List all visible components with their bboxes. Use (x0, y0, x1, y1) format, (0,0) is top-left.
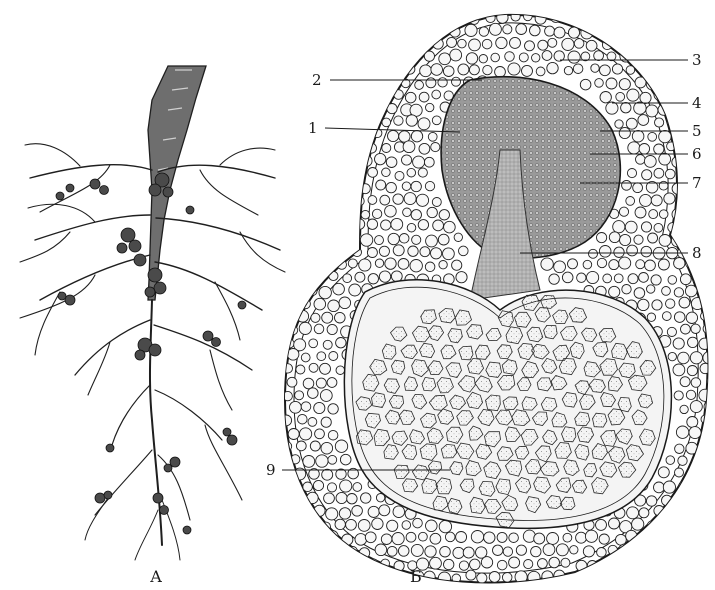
label-8: 8 (692, 244, 702, 262)
nodule-cross-section: 2 1 3 4 5 6 7 8 9 Б (266, 10, 715, 586)
label-7: 7 (692, 174, 702, 192)
label-6: 6 (692, 145, 702, 163)
panel-a-caption: А (150, 567, 162, 586)
label-1: 1 (308, 119, 318, 137)
label-9: 9 (266, 461, 276, 479)
label-5: 5 (692, 122, 702, 140)
label-4: 4 (692, 94, 702, 112)
label-2: 2 (312, 71, 322, 89)
label-3: 3 (692, 51, 702, 69)
panel-b-caption: Б (410, 567, 422, 586)
root-system-illustration: А (20, 66, 285, 586)
